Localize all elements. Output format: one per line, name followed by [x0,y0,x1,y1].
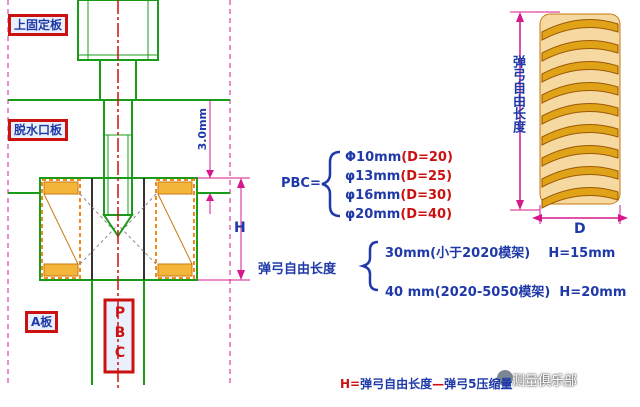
pbc-spec-item: φ16mm(D=30) [345,186,453,205]
spring-image [539,13,621,209]
footer-compression: 压缩量 [476,377,513,391]
pbc-spec-list: Φ10mm(D=20)φ13mm(D=25)φ16mm(D=30)φ20mm(D… [345,148,453,224]
dim-3mm-label: 3.0mm [196,108,209,151]
spring-spec-row-1: 30mm(小于2020模架) H=15mm [385,242,615,261]
spring-coil [541,61,619,83]
spring-free-length-label: 弹弓自由长度 [510,55,525,133]
spring-coil [541,124,619,146]
pbc-spec-d: (D=30) [400,188,453,203]
spring-coil [541,82,619,104]
spring-coil [541,40,619,62]
spring-spec-row-1-h: H=15mm [548,246,616,261]
spring-length-arrow-top [516,12,524,22]
coil-top-left [43,181,79,195]
stripper-plate-label: 脱水口板 [8,119,69,141]
watermark-logo-icon [497,370,513,386]
pbc-letter-b: B [114,325,126,341]
dim-h-arrow-bottom [237,270,245,280]
footer-formula: H=弹弓自由长度—弹弓5压缩量 [340,375,513,392]
footer-dash: — [432,377,445,391]
spring-coil [541,187,619,209]
spring-coil [541,145,619,167]
footer-free-length: 弹弓自由长度 [360,377,433,391]
spring-spec-row-1-text: 30mm(小于2020模架) [385,246,531,261]
pbc-letter-p: P [114,305,126,321]
top-plate-label: 上固定板 [8,14,69,36]
d-dim-label: D [574,221,586,237]
watermark-text: 测量俱乐部 [512,374,578,389]
spring-spec-prefix: 弹弓自由长度 [258,262,337,277]
spring-brace [358,240,379,292]
spring-spec-row-2-h: H=20mm [559,285,627,300]
a-plate-label: A板 [25,311,59,333]
dim-3mm-arrow-bottom [206,193,214,201]
pbc-brace [321,150,341,218]
pbc-spec-d: (D=20) [401,150,453,165]
coil-hatch-left [43,193,79,265]
spring-section-left [41,179,81,279]
footer-spring: 弹弓 [444,377,469,391]
coil-top-right [157,181,193,195]
spring-coil [541,19,619,41]
pbc-spec-item: φ13mm(D=25) [345,167,453,186]
pbc-vertical-label: P B C [112,303,128,363]
pbc-spec-size: φ20mm [345,207,401,222]
pbc-spec-prefix: PBC= [281,176,321,191]
spring-spec-row-2-text: 40 mm(2020-5050模架) [385,285,551,300]
pbc-spec-d: (D=25) [400,169,453,184]
spring-length-arrow-bottom [516,200,524,210]
pbc-label-box [103,298,135,374]
spring-coil [541,166,619,188]
dim-h-label: H [234,220,246,236]
hidden-line-4 [117,224,157,265]
pbc-spec-d: (D=40) [400,207,453,222]
pbc-spec-size: φ13mm [345,169,401,184]
coil-hatch-right [157,193,193,265]
dim-h-arrow-top [237,178,245,188]
pbc-spec-item: Φ10mm(D=20) [345,148,453,167]
pbc-spec-size: φ16mm [345,188,401,203]
coil-bottom-left [43,263,79,277]
pbc-spec-item: φ20mm(D=40) [345,205,453,224]
coil-bottom-right [157,263,193,277]
hidden-line-3 [79,224,119,265]
footer-percent: 5 [468,377,477,391]
spring-coil [541,103,619,125]
spring-spec-row-2: 40 mm(2020-5050模架) H=20mm [385,281,626,300]
pbc-spec-size: Φ10mm [345,150,402,165]
footer-h: H= [340,377,361,391]
pbc-letter-c: C [114,345,126,361]
spring-section-right [155,179,195,279]
dim-3mm-arrow-top [206,170,214,178]
